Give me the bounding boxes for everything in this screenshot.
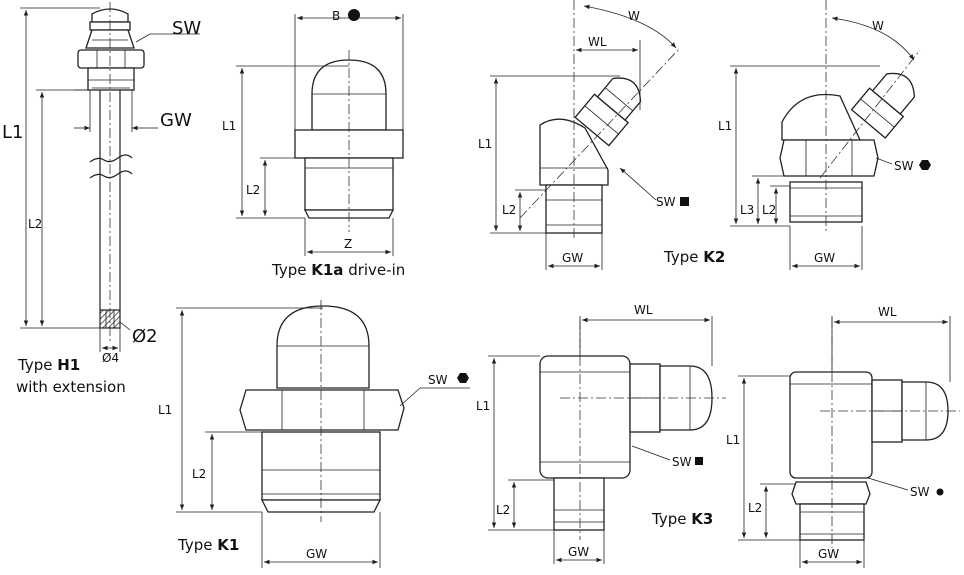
h1-l1-label: L1	[2, 122, 23, 143]
type-k2-angled-drawing: W WL L1 L2 GW SW	[478, 0, 689, 270]
k2b-l3-label: L3	[740, 203, 754, 217]
k2a-gw-label: GW	[562, 251, 583, 265]
k1-l1-label: L1	[158, 403, 172, 417]
k3b-sw-label: SW	[910, 485, 930, 499]
k1a-l2-label: L2	[246, 183, 260, 197]
k1-gw-label: GW	[306, 547, 327, 561]
k1-sw-label: SW	[428, 373, 448, 387]
h1-caption-line2: with extension	[16, 378, 126, 396]
type-k2-drawing: W L1 L3 L2 GW SW Type K2	[663, 0, 931, 270]
k3a-l2-label: L2	[496, 503, 510, 517]
type-k1a-drawing: B L1 L2 Z Type K1a drive-in	[222, 9, 405, 279]
h1-caption: Type H1	[17, 356, 80, 374]
k2a-l2-label: L2	[502, 203, 516, 217]
h1-sw-label: SW	[172, 18, 201, 39]
k2b-w-label: W	[872, 19, 884, 33]
k1a-caption: Type K1a drive-in	[271, 261, 405, 279]
k2a-l1-label: L1	[478, 137, 492, 151]
h1-l2-label: L2	[28, 217, 42, 231]
hexagon-marker-icon	[919, 160, 931, 170]
type-k3-drawing: WL L1 L2 GW SW Type K3	[651, 305, 960, 568]
k3b-gw-label: GW	[818, 547, 839, 561]
k3b-wl-label: WL	[878, 305, 897, 319]
square-marker-icon	[695, 457, 703, 465]
k1a-l1-label: L1	[222, 119, 236, 133]
k3a-sw-label: SW	[672, 455, 692, 469]
k3a-wl-label: WL	[634, 303, 653, 317]
circle-marker-icon	[936, 488, 944, 496]
hexagon-marker-icon	[457, 373, 469, 383]
circle-marker-icon	[348, 9, 360, 21]
type-k3-square-drawing: WL L1 L2 GW SW	[476, 303, 726, 564]
k3b-l2-label: L2	[748, 501, 762, 515]
type-h1-drawing: L1 L2 SW GW Ø2 Ø4 Type H1 with extension	[2, 2, 201, 396]
k3a-l1-label: L1	[476, 399, 490, 413]
k3a-gw-label: GW	[568, 545, 589, 559]
type-k1-drawing: L1 L2 GW SW Type K1	[158, 300, 470, 568]
k1-l2-label: L2	[192, 467, 206, 481]
h1-d2-label: Ø2	[132, 326, 158, 347]
k2b-l2-label: L2	[762, 203, 776, 217]
k1-caption: Type K1	[177, 536, 239, 554]
k2b-gw-label: GW	[814, 251, 835, 265]
k2b-sw-label: SW	[894, 159, 914, 173]
k1a-z-label: Z	[344, 237, 352, 251]
k2a-w-label: W	[628, 9, 640, 23]
k1a-b-label: B	[332, 9, 340, 23]
h1-gw-label: GW	[160, 110, 192, 131]
h1-d4-label: Ø4	[102, 351, 119, 365]
k3b-l1-label: L1	[726, 433, 740, 447]
k3-caption: Type K3	[651, 510, 713, 528]
square-marker-icon	[680, 197, 689, 206]
k2-caption: Type K2	[663, 248, 725, 266]
k2a-wl-label: WL	[588, 35, 607, 49]
k2b-l1-label: L1	[718, 119, 732, 133]
k2a-sw-label: SW	[656, 195, 676, 209]
